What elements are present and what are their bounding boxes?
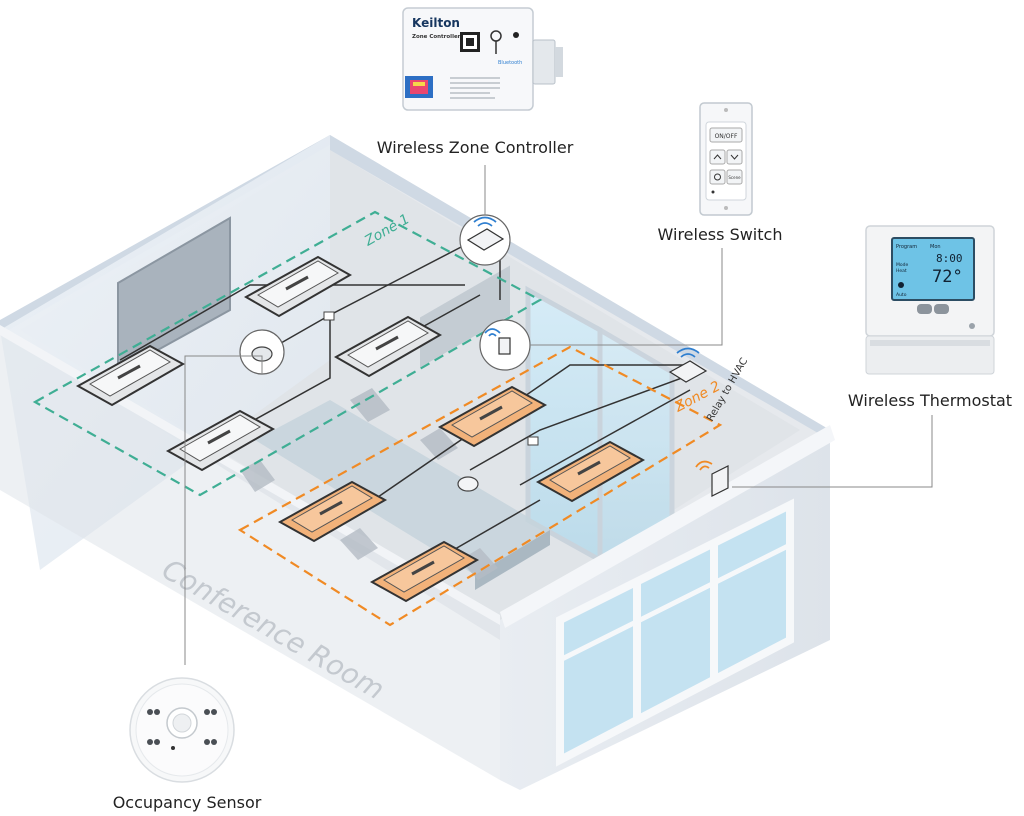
occupancy-sensor-label: Occupancy Sensor <box>113 793 262 812</box>
thermostat-day-label: Mon <box>930 244 941 250</box>
wireless-switch-node <box>479 319 531 371</box>
wifi-icon <box>484 328 501 337</box>
conference-room: Conference Room <box>0 135 835 790</box>
terminal-block <box>405 76 433 98</box>
wifi-icon <box>676 347 700 358</box>
zone-1-boundary <box>32 210 543 497</box>
wifi-icon <box>473 216 497 227</box>
indicator-led <box>711 190 715 194</box>
zone-2-controller-node <box>668 347 708 383</box>
scene-button <box>726 169 743 185</box>
brand-mark-icon <box>969 323 975 329</box>
junction-box <box>527 436 539 446</box>
temp-down-button <box>934 304 949 314</box>
thermostat-temperature: 72° <box>932 267 963 287</box>
chevron-down-icon <box>730 154 739 160</box>
zone-controller-device: Keilton Zone Controller Bluetooth <box>402 7 563 111</box>
zone-1-fixtures <box>75 255 443 472</box>
right-wall-top <box>500 425 835 628</box>
temp-up-button <box>917 304 932 314</box>
controller-brand: Keilton <box>412 16 460 30</box>
relay-to-hvac-node <box>695 460 729 497</box>
vent-slots <box>147 709 217 745</box>
left-front-wall <box>0 330 500 780</box>
conference-table <box>255 265 550 590</box>
wifi-icon <box>695 460 713 471</box>
scene-label: Scene <box>728 175 741 180</box>
thermostat-auto-label: Auto <box>896 292 907 298</box>
bluetooth-label: Bluetooth <box>498 60 522 66</box>
spec-text-lines <box>450 77 500 99</box>
wireless-switch-label: Wireless Switch <box>658 225 783 244</box>
status-led <box>513 32 519 38</box>
light-fixture <box>277 480 388 543</box>
light-fixture <box>437 385 548 448</box>
occupancy-sensor-device <box>129 677 235 783</box>
down-button <box>726 149 743 165</box>
button-icon <box>490 30 502 54</box>
junction-box <box>323 311 335 321</box>
onoff-button <box>709 127 743 143</box>
chevron-up-icon <box>713 154 722 160</box>
front-windows <box>556 498 794 767</box>
zone-controller-label: Wireless Zone Controller <box>377 138 574 157</box>
wiring <box>119 244 691 576</box>
back-right-wall <box>330 135 830 440</box>
onoff-label: ON/OFF <box>715 133 738 140</box>
thermostat-mode-label: Mode <box>896 262 908 268</box>
light-fixture <box>333 315 443 378</box>
thermostat-lcd <box>891 237 975 301</box>
power-button <box>709 169 726 185</box>
sensor-led <box>171 746 175 750</box>
thermostat-device: Program Mon 8:00 72° Mode Heat Auto <box>865 225 995 375</box>
thermostat-heat-label: Heat <box>896 268 907 274</box>
fan-icon <box>898 282 904 288</box>
zone-2-fixtures <box>277 385 646 603</box>
zone-2-occupancy-sensor <box>457 476 479 492</box>
thermostat-label: Wireless Thermostat <box>848 391 1012 410</box>
thermostat-program-label: Program <box>896 244 917 250</box>
light-fixture <box>75 344 186 407</box>
zone-1: Zone 1 <box>32 210 543 497</box>
zone-controller-node <box>459 214 511 266</box>
wall-screen <box>117 216 231 374</box>
up-button <box>709 149 726 165</box>
light-fixture <box>369 540 480 603</box>
zone-2-boundary <box>237 345 723 627</box>
controller-model: Zone Controller <box>412 34 461 40</box>
light-fixture <box>535 440 646 503</box>
chairs <box>240 388 498 580</box>
light-fixture <box>165 409 276 472</box>
zone-1-occupancy-sensor <box>239 329 285 375</box>
thermostat-time: 8:00 <box>936 252 963 265</box>
power-icon <box>714 173 721 181</box>
wireless-switch-device: ON/OFF Scene <box>699 102 753 216</box>
light-fixture <box>243 255 353 318</box>
callout-lines <box>184 165 933 665</box>
